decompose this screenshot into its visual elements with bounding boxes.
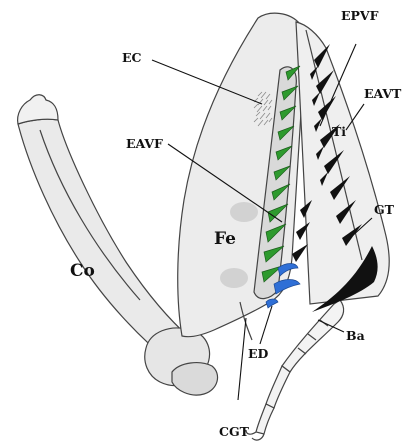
label-co: Co bbox=[70, 261, 95, 281]
tarsus bbox=[246, 300, 344, 440]
label-gt: GT bbox=[374, 202, 395, 217]
label-ti: Ti bbox=[332, 124, 346, 139]
leader-ed bbox=[260, 306, 272, 344]
coxa bbox=[18, 95, 190, 360]
label-eavf: EAVF bbox=[126, 136, 163, 151]
trochanter bbox=[145, 328, 218, 395]
label-cgt: CGT bbox=[219, 424, 250, 439]
label-ec: EC bbox=[122, 50, 142, 65]
label-ed: ED bbox=[248, 346, 269, 361]
label-fe: Fe bbox=[214, 229, 236, 249]
label-eavt: EAVT bbox=[364, 86, 402, 101]
femur bbox=[178, 13, 305, 340]
label-ba: Ba bbox=[346, 328, 365, 343]
label-epvf: EPVF bbox=[341, 8, 379, 23]
leader-cgt bbox=[238, 318, 246, 400]
